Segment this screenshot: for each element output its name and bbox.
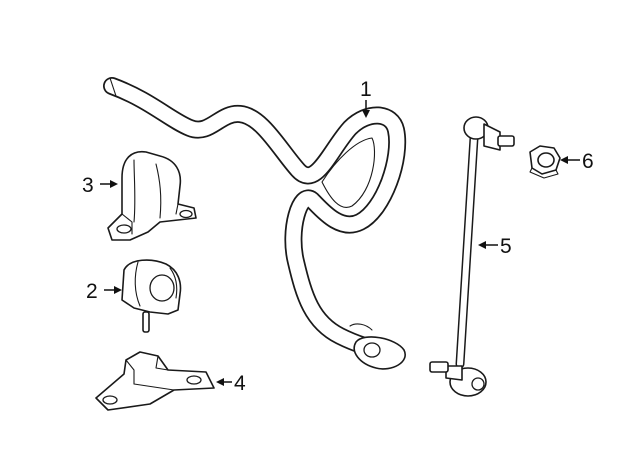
- callout-number-6: 6: [582, 150, 594, 173]
- callout-number-1: 1: [360, 78, 372, 101]
- stabilizer-link-part[interactable]: [429, 116, 515, 397]
- bushing-bracket-part[interactable]: [95, 351, 215, 411]
- stabilizer-bushing-part[interactable]: [121, 259, 182, 333]
- callout-number-3: 3: [82, 174, 94, 197]
- callout-number-4: 4: [234, 372, 246, 395]
- stabilizer-bar-part[interactable]: [103, 77, 407, 370]
- stabilizer-bracket-part[interactable]: [107, 150, 197, 241]
- callout-number-5: 5: [500, 235, 512, 258]
- flange-nut-part[interactable]: [529, 145, 561, 179]
- callout-number-2: 2: [86, 280, 98, 303]
